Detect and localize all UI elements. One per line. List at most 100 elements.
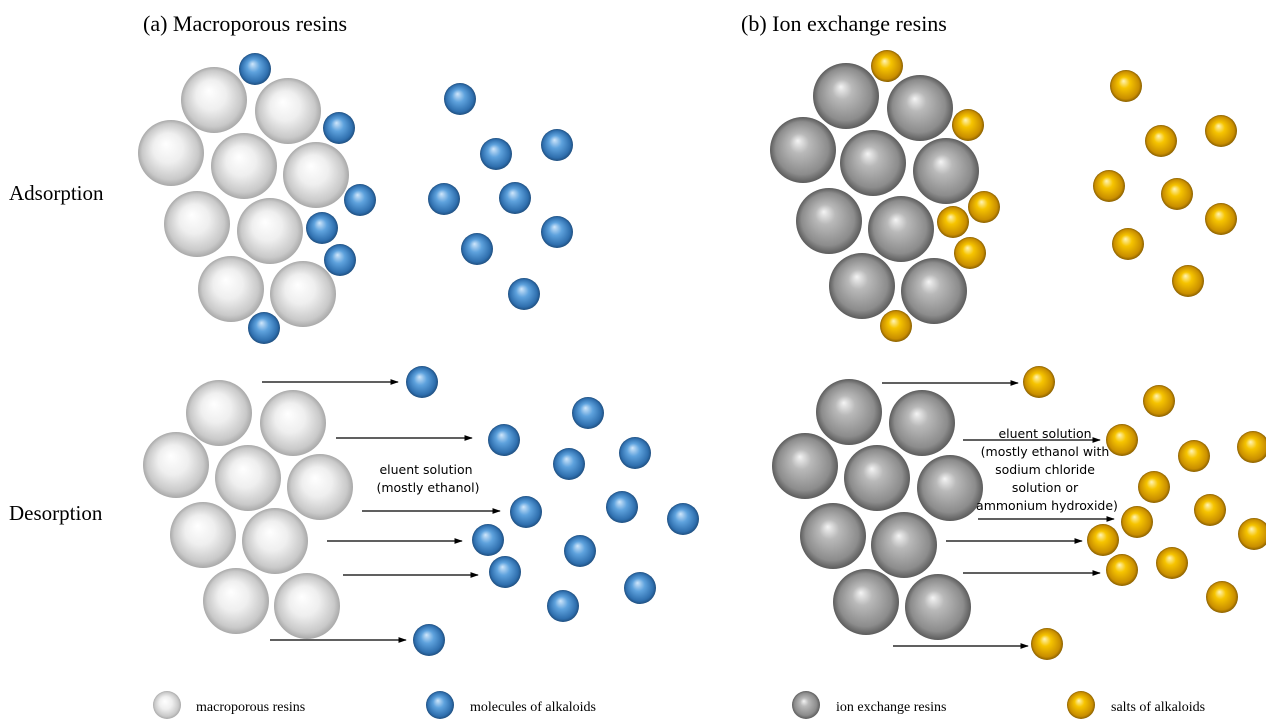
alkaloid-salts: [871, 50, 1266, 660]
undefined: [138, 120, 204, 186]
undefined: [1106, 424, 1138, 456]
undefined: [237, 198, 303, 264]
undefined: [1178, 440, 1210, 472]
undefined: [868, 196, 934, 262]
undefined: [1145, 125, 1177, 157]
desorption-arrows: [262, 379, 1115, 649]
undefined: [488, 424, 520, 456]
eluent-b-line-4: solution or: [1012, 480, 1079, 495]
undefined: [1023, 366, 1055, 398]
undefined: [274, 573, 340, 639]
ion-exchange-resin-beads: [770, 63, 983, 640]
undefined: [954, 237, 986, 269]
undefined: [260, 390, 326, 456]
undefined: [510, 496, 542, 528]
panel-a-title: (a) Macroporous resins: [143, 11, 347, 36]
legend-alkaloid-salt-swatch: [1067, 691, 1095, 719]
undefined: [541, 129, 573, 161]
undefined: [1112, 228, 1144, 260]
undefined: [1156, 547, 1188, 579]
legend-alkaloid-molecule-swatch: [426, 691, 454, 719]
undefined: [1121, 506, 1153, 538]
undefined: [541, 216, 573, 248]
undefined: [564, 535, 596, 567]
undefined: [816, 379, 882, 445]
macroporous-resin-beads: [138, 67, 353, 639]
undefined: [1110, 70, 1142, 102]
undefined: [800, 503, 866, 569]
undefined: [283, 142, 349, 208]
undefined: [186, 380, 252, 446]
undefined: [203, 568, 269, 634]
eluent-a-line-1: eluent solution: [379, 462, 472, 477]
undefined: [1206, 581, 1238, 613]
undefined: [428, 183, 460, 215]
undefined: [553, 448, 585, 480]
undefined: [324, 244, 356, 276]
undefined: [489, 556, 521, 588]
undefined: [480, 138, 512, 170]
undefined: [248, 312, 280, 344]
legend: macroporous resins molecules of alkaloid…: [153, 691, 1205, 719]
undefined: [813, 63, 879, 129]
undefined: [887, 75, 953, 141]
undefined: [472, 524, 504, 556]
undefined: [344, 184, 376, 216]
undefined: [239, 53, 271, 85]
undefined: [889, 390, 955, 456]
undefined: [499, 182, 531, 214]
undefined: [1194, 494, 1226, 526]
undefined: [406, 366, 438, 398]
undefined: [901, 258, 967, 324]
undefined: [844, 445, 910, 511]
eluent-a-line-2: (mostly ethanol): [376, 480, 479, 495]
undefined: [1138, 471, 1170, 503]
undefined: [1161, 178, 1193, 210]
eluent-b-line-1: eluent solution: [998, 426, 1091, 441]
row-label-adsorption: Adsorption: [9, 181, 104, 205]
undefined: [1172, 265, 1204, 297]
legend-ion-exchange-swatch: [792, 691, 820, 719]
row-label-desorption: Desorption: [9, 501, 103, 525]
undefined: [871, 512, 937, 578]
eluent-b-line-5: ammonium hydroxide): [976, 498, 1118, 513]
undefined: [461, 233, 493, 265]
eluent-label-a: eluent solution (mostly ethanol): [376, 462, 479, 495]
undefined: [242, 508, 308, 574]
legend-macroporous-swatch: [153, 691, 181, 719]
undefined: [1205, 115, 1237, 147]
undefined: [444, 83, 476, 115]
undefined: [606, 491, 638, 523]
panel-b-title: (b) Ion exchange resins: [741, 11, 947, 36]
undefined: [937, 206, 969, 238]
undefined: [413, 624, 445, 656]
undefined: [323, 112, 355, 144]
undefined: [211, 133, 277, 199]
undefined: [624, 572, 656, 604]
undefined: [829, 253, 895, 319]
eluent-b-line-2: (mostly ethanol with: [981, 444, 1110, 459]
undefined: [572, 397, 604, 429]
legend-alkaloid-salt-label: salts of alkaloids: [1111, 700, 1205, 715]
undefined: [1093, 170, 1125, 202]
eluent-b-line-3: sodium chloride: [995, 462, 1095, 477]
undefined: [880, 310, 912, 342]
legend-alkaloid-molecule-label: molecules of alkaloids: [470, 700, 596, 715]
undefined: [833, 569, 899, 635]
undefined: [905, 574, 971, 640]
undefined: [1087, 524, 1119, 556]
undefined: [143, 432, 209, 498]
legend-ion-exchange-label: ion exchange resins: [836, 700, 946, 715]
undefined: [667, 503, 699, 535]
undefined: [840, 130, 906, 196]
alkaloid-molecules: [239, 53, 699, 656]
undefined: [164, 191, 230, 257]
undefined: [1237, 431, 1266, 463]
undefined: [619, 437, 651, 469]
undefined: [306, 212, 338, 244]
undefined: [968, 191, 1000, 223]
undefined: [198, 256, 264, 322]
legend-macroporous-label: macroporous resins: [196, 700, 305, 715]
eluent-label-b: eluent solution (mostly ethanol with sod…: [976, 426, 1118, 513]
